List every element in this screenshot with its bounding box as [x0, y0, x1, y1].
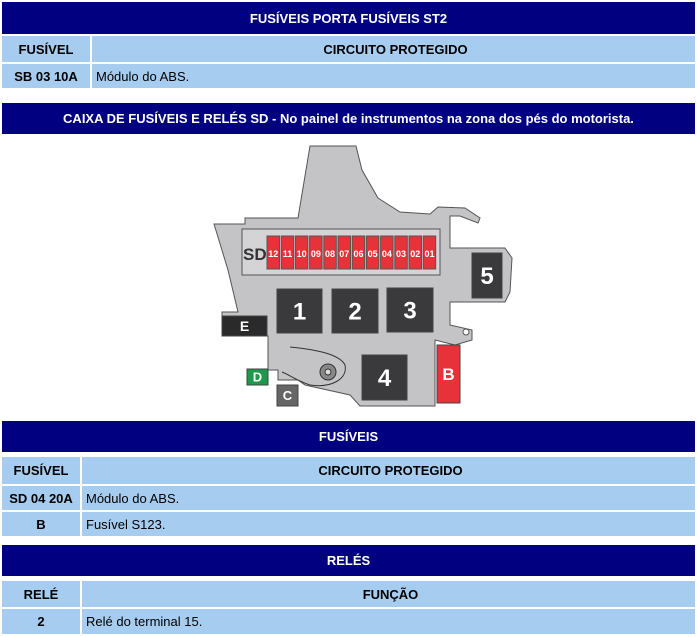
fuse-slot — [266, 235, 280, 270]
table-row: B Fusível S123. — [2, 512, 695, 536]
relay-1 — [276, 288, 323, 334]
table-row: SD 04 20A Módulo do ABS. — [2, 486, 695, 510]
relay-2 — [331, 288, 379, 334]
fuse-id: B — [2, 512, 80, 536]
fuse-slot — [337, 235, 351, 270]
fuse-number: 06 — [353, 249, 363, 259]
col-fusivel: FUSÍVEL — [2, 457, 80, 484]
fuse-desc: Módulo do ABS. — [82, 486, 695, 510]
fuse-box-body — [213, 145, 513, 407]
reles-header-row: RELÉ FUNÇÃO — [2, 581, 695, 607]
connector-c — [276, 384, 299, 407]
fuse-slot — [294, 235, 309, 270]
connector-c-label: C — [283, 388, 293, 403]
connector-e — [221, 315, 268, 337]
connector-d-label: D — [253, 370, 262, 385]
sd-label: SD — [243, 245, 267, 264]
fuse-number: 11 — [283, 249, 293, 259]
relay-4-label: 4 — [378, 365, 392, 392]
fuse-number: 07 — [339, 249, 349, 259]
col-fusivel: FUSÍVEL — [2, 36, 90, 62]
col-circuito: CIRCUITO PROTEGIDO — [82, 457, 695, 484]
fuse-slot — [323, 235, 337, 270]
col-funcao: FUNÇÃO — [82, 581, 695, 607]
fuse-number: 02 — [410, 249, 420, 259]
fuse-number: 01 — [424, 249, 434, 259]
fuse-number: 05 — [368, 249, 378, 259]
sd-title: CAIXA DE FUSÍVEIS E RELÉS SD - No painel… — [2, 103, 695, 134]
fuse-slot — [351, 235, 366, 270]
fuse-desc: Fusível S123. — [82, 512, 695, 536]
fusiveis-header-row: FUSÍVEL CIRCUITO PROTEGIDO — [2, 457, 695, 484]
fuse-desc: Módulo do ABS. — [92, 64, 695, 88]
fusiveis-title: FUSÍVEIS — [2, 421, 695, 452]
relay-5 — [471, 252, 503, 299]
fuse-number: 03 — [396, 249, 406, 259]
reles-title: RELÉS — [2, 545, 695, 576]
relay-desc: Relé do terminal 15. — [82, 609, 695, 634]
relay-5-label: 5 — [480, 263, 493, 290]
st2-title: FUSÍVEIS PORTA FUSÍVEIS ST2 — [2, 2, 695, 34]
relay-4 — [361, 354, 408, 401]
fuse-id: SD 04 20A — [2, 486, 80, 510]
fuse-number: 04 — [382, 249, 392, 259]
connector-e-label: E — [240, 318, 249, 334]
relay-id: 2 — [2, 609, 80, 634]
fuse-number: 09 — [311, 249, 321, 259]
col-circuito: CIRCUITO PROTEGIDO — [92, 36, 695, 62]
table-row: SB 03 10A Módulo do ABS. — [2, 63, 695, 88]
fuse-b-label: B — [442, 365, 454, 384]
fuse-slot — [394, 235, 408, 270]
relay-2-label: 2 — [348, 299, 361, 326]
fuse-id: SB 03 10A — [2, 64, 90, 88]
table-row: 2 Relé do terminal 15. — [2, 609, 695, 634]
fuse-slot — [422, 235, 437, 270]
relay-1-label: 1 — [293, 299, 306, 326]
relay-3 — [386, 287, 434, 333]
fuse-slot — [408, 235, 422, 270]
fuse-number: 10 — [297, 249, 307, 259]
fuse-slot — [365, 235, 380, 270]
fuse-slot — [309, 235, 323, 270]
col-rele: RELÉ — [2, 581, 80, 607]
fuse-slot — [380, 235, 394, 270]
fuse-number: 12 — [268, 249, 278, 259]
fuse-number: 08 — [325, 249, 335, 259]
connector-d — [246, 368, 269, 386]
fuse-slot — [280, 235, 295, 270]
relay-3-label: 3 — [403, 298, 416, 325]
st2-header-row: FUSÍVEL CIRCUITO PROTEGIDO — [2, 36, 695, 62]
fuse-b — [436, 344, 461, 404]
